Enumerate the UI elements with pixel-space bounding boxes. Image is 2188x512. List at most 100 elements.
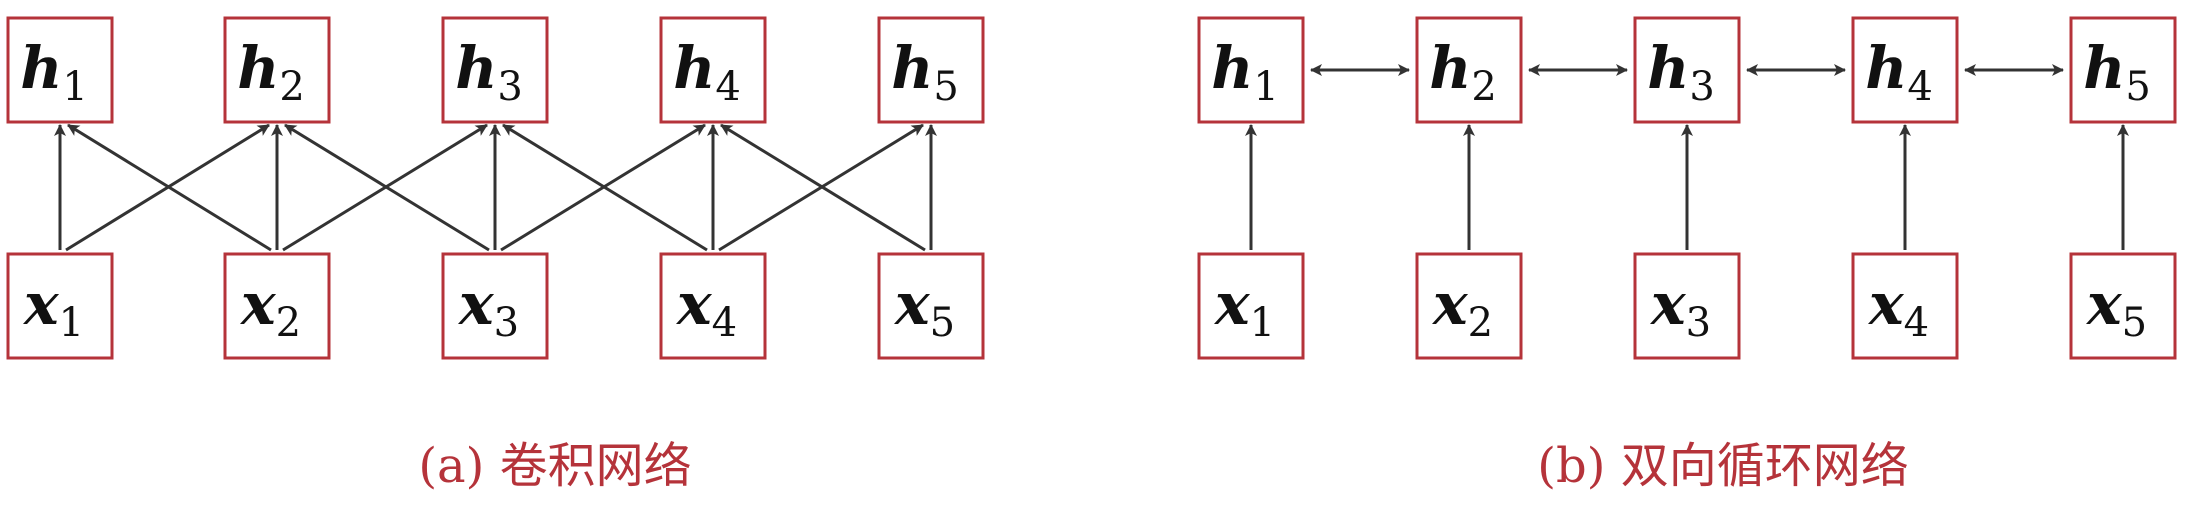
- node-box: [1415, 16, 1523, 124]
- input-node-x1: x1: [1197, 252, 1305, 360]
- node-label: h3: [1647, 34, 1715, 110]
- node-box: [877, 252, 985, 360]
- node-label-base: h: [455, 34, 497, 102]
- node-box: [1197, 16, 1305, 124]
- edge-x3-to-h2: [284, 123, 490, 252]
- input-node-x5: x5: [877, 252, 985, 360]
- node-label-base: h: [237, 34, 279, 102]
- node-label-subscript: 1: [59, 300, 84, 346]
- hidden-node-h1: h1: [1197, 16, 1305, 124]
- hidden-node-h5: h5: [877, 16, 985, 124]
- node-label: h1: [20, 34, 88, 110]
- input-node-x2: x2: [223, 252, 331, 360]
- node-label-subscript: 3: [494, 300, 519, 346]
- node-label: x1: [1213, 270, 1275, 346]
- node-label-subscript: 2: [276, 300, 301, 346]
- node-box: [2069, 252, 2177, 360]
- node-label-subscript: 3: [1689, 64, 1714, 110]
- node-label-subscript: 1: [1253, 64, 1278, 110]
- input-node-x1: x1: [6, 252, 114, 360]
- edge-x4-to-h3: [502, 123, 708, 252]
- node-label-base: h: [891, 34, 933, 102]
- node-label-subscript: 5: [2125, 64, 2150, 110]
- hidden-node-h1: h1: [6, 16, 114, 124]
- node-label: x2: [239, 270, 301, 346]
- node-label-subscript: 1: [62, 64, 87, 110]
- node-label-subscript: 3: [1686, 300, 1711, 346]
- node-label-subscript: 5: [933, 64, 958, 110]
- node-label-subscript: 3: [497, 64, 522, 110]
- node-box: [441, 252, 549, 360]
- node-label-subscript: 5: [2122, 300, 2147, 346]
- node-box: [6, 252, 114, 360]
- node-box: [1197, 252, 1305, 360]
- hidden-node-h5: h5: [2069, 16, 2177, 124]
- node-label-base: h: [2083, 34, 2125, 102]
- node-label: x1: [22, 270, 84, 346]
- node-label-base: x: [2085, 270, 2123, 338]
- node-label-base: x: [22, 270, 60, 338]
- node-box: [1633, 252, 1741, 360]
- hidden-node-h4: h4: [659, 16, 767, 124]
- edge-x5-to-h4: [720, 123, 926, 252]
- node-label: h2: [1429, 34, 1497, 110]
- node-label-base: x: [1213, 270, 1251, 338]
- node-box: [1851, 252, 1959, 360]
- input-node-x4: x4: [1851, 252, 1959, 360]
- node-label: x5: [893, 270, 955, 346]
- node-box: [659, 252, 767, 360]
- node-label-base: x: [1649, 270, 1687, 338]
- node-label-base: h: [1211, 34, 1253, 102]
- input-node-x4: x4: [659, 252, 767, 360]
- node-label: x3: [457, 270, 519, 346]
- node-box: [1851, 16, 1959, 124]
- input-node-x3: x3: [1633, 252, 1741, 360]
- node-label-subscript: 2: [1471, 64, 1496, 110]
- node-box: [659, 16, 767, 124]
- node-label: x2: [1431, 270, 1493, 346]
- input-node-x3: x3: [441, 252, 549, 360]
- node-label-subscript: 2: [279, 64, 304, 110]
- hidden-node-h2: h2: [1415, 16, 1523, 124]
- node-label-subscript: 1: [1250, 300, 1275, 346]
- node-label-base: h: [1429, 34, 1471, 102]
- node-label: h4: [673, 34, 741, 110]
- node-box: [6, 16, 114, 124]
- node-label-base: x: [675, 270, 713, 338]
- node-label: x5: [2085, 270, 2147, 346]
- node-label: x4: [675, 270, 737, 346]
- node-label-subscript: 4: [715, 64, 740, 110]
- hidden-node-h4: h4: [1851, 16, 1959, 124]
- node-label-base: h: [1647, 34, 1689, 102]
- node-label-base: x: [239, 270, 277, 338]
- hidden-node-h2: h2: [223, 16, 331, 124]
- node-box: [223, 252, 331, 360]
- node-label-base: x: [457, 270, 495, 338]
- node-label-base: x: [1867, 270, 1905, 338]
- node-label: x4: [1867, 270, 1929, 346]
- node-label: h1: [1211, 34, 1279, 110]
- input-node-x2: x2: [1415, 252, 1523, 360]
- node-label-base: h: [673, 34, 715, 102]
- caption-panel-b: (b) 双向循环网络: [1537, 438, 1908, 494]
- node-label: h5: [2083, 34, 2151, 110]
- node-box: [2069, 16, 2177, 124]
- node-label: h3: [455, 34, 523, 110]
- node-label: h2: [237, 34, 305, 110]
- input-node-x5: x5: [2069, 252, 2177, 360]
- hidden-node-h3: h3: [441, 16, 549, 124]
- node-label-base: h: [20, 34, 62, 102]
- node-label-subscript: 4: [1904, 300, 1929, 346]
- edge-x2-to-h1: [67, 123, 272, 252]
- hidden-node-h3: h3: [1633, 16, 1741, 124]
- node-label-subscript: 5: [930, 300, 955, 346]
- node-label-subscript: 2: [1468, 300, 1493, 346]
- node-label: x3: [1649, 270, 1711, 346]
- node-label: h5: [891, 34, 959, 110]
- node-label-base: x: [893, 270, 931, 338]
- node-box: [223, 16, 331, 124]
- node-box: [441, 16, 549, 124]
